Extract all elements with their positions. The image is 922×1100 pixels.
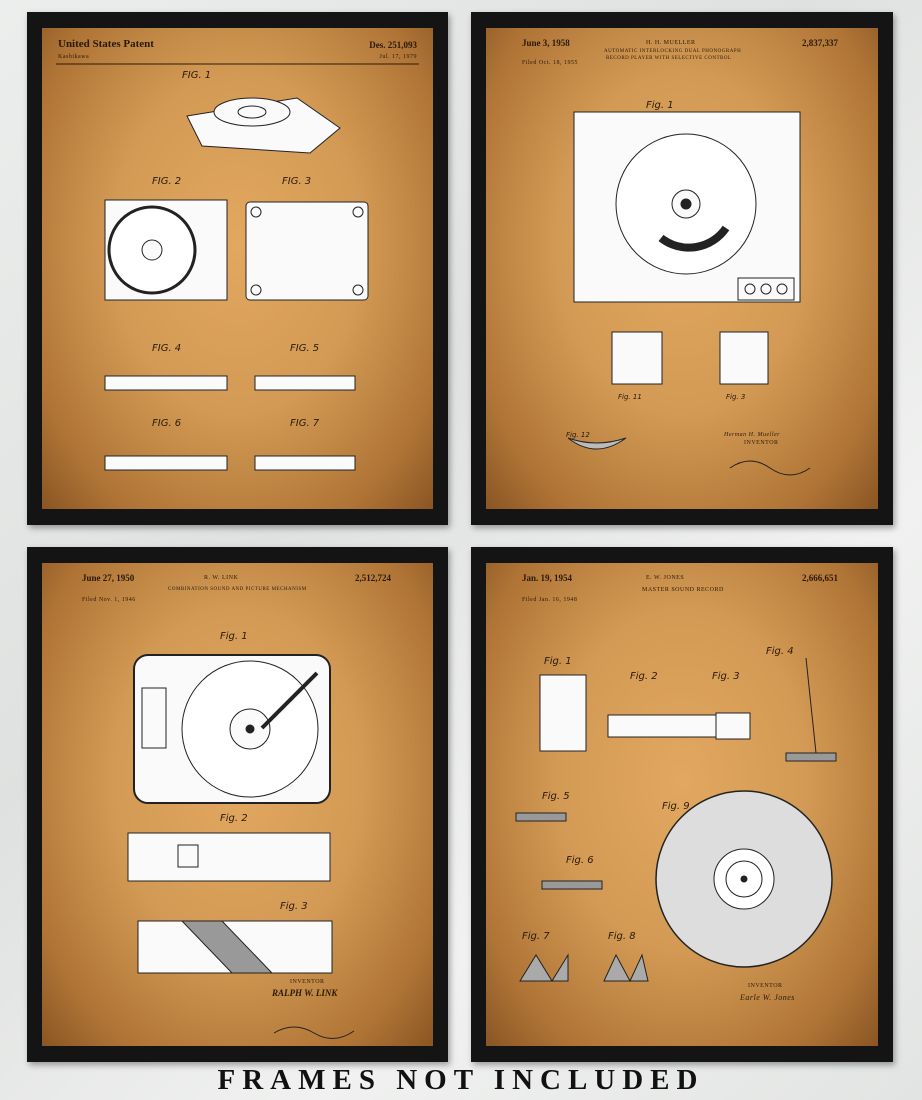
patent-number: 2,512,724 bbox=[355, 573, 391, 583]
fig-label: Fig. 3 bbox=[726, 393, 746, 401]
frame-turntable-design-patent: United States Patent Kashikawa Des. 251,… bbox=[27, 12, 448, 525]
fig-label: Fig. 3 bbox=[280, 901, 308, 912]
fig-label: Fig. 1 bbox=[646, 100, 674, 111]
signature-label: INVENTOR bbox=[744, 440, 779, 446]
fig-label: FIG. 7 bbox=[290, 418, 320, 429]
fig-label: Fig. 1 bbox=[220, 631, 248, 642]
fig-label: Fig. 8 bbox=[608, 931, 636, 942]
fig-label: Fig. 9 bbox=[662, 801, 690, 812]
patent-header: United States Patent bbox=[58, 38, 154, 50]
patent-date: Jan. 19, 1954 bbox=[522, 573, 573, 583]
patent-date: Jul. 17, 1979 bbox=[379, 54, 417, 60]
fig-label: Fig. 4 bbox=[766, 646, 794, 657]
fig-label: Fig. 3 bbox=[712, 671, 740, 682]
frame-link-patent: June 27, 1950 R. W. LINK 2,512,724 COMBI… bbox=[27, 547, 448, 1062]
inventor: Kashikawa bbox=[58, 54, 90, 60]
signature-name: Herman H. Mueller bbox=[724, 432, 780, 438]
frame-jones-patent: Jan. 19, 1954 E. W. JONES 2,666,651 MAST… bbox=[471, 547, 893, 1062]
signature-label: INVENTOR bbox=[748, 983, 783, 989]
inventor: R. W. LINK bbox=[204, 575, 239, 581]
fig-label: Fig. 6 bbox=[566, 855, 594, 866]
turntable-drawings bbox=[56, 63, 419, 471]
poster-3: June 27, 1950 R. W. LINK 2,512,724 COMBI… bbox=[42, 563, 433, 1046]
fig-label: FIG. 5 bbox=[290, 343, 320, 354]
signature-name: RALPH W. LINK bbox=[272, 988, 338, 998]
inventor: H. H. MUELLER bbox=[646, 40, 696, 46]
patent-number: Des. 251,093 bbox=[369, 40, 417, 50]
sound-record-drawings bbox=[515, 657, 837, 983]
fig-label: Fig. 1 bbox=[544, 656, 572, 667]
fig-label: Fig. 5 bbox=[542, 791, 570, 802]
poster-2: June 3, 1958 H. H. MUELLER 2,837,337 AUT… bbox=[486, 28, 878, 509]
fig-label: FIG. 2 bbox=[152, 176, 182, 187]
fig-label: Fig. 11 bbox=[618, 393, 642, 401]
inventor: E. W. JONES bbox=[646, 575, 685, 581]
fig-label: FIG. 6 bbox=[152, 418, 182, 429]
patent-number: 2,837,337 bbox=[802, 38, 838, 48]
filed-date: Filed Jan. 16, 1948 bbox=[522, 597, 578, 603]
patent-title: MASTER SOUND RECORD bbox=[642, 587, 724, 593]
patent-date: June 27, 1950 bbox=[82, 573, 135, 583]
frames-not-included-caption: FRAMES NOT INCLUDED bbox=[217, 1064, 705, 1096]
filed-date: Filed Oct. 18, 1955 bbox=[522, 60, 578, 66]
patent-date: June 3, 1958 bbox=[522, 38, 570, 48]
poster-1: United States Patent Kashikawa Des. 251,… bbox=[42, 28, 433, 509]
fig-label: FIG. 3 bbox=[282, 176, 312, 187]
fig-label: Fig. 2 bbox=[630, 671, 658, 682]
fig-label: FIG. 4 bbox=[152, 343, 182, 354]
patent-number: 2,666,651 bbox=[802, 573, 838, 583]
frame-mueller-patent: June 3, 1958 H. H. MUELLER 2,837,337 AUT… bbox=[471, 12, 893, 525]
patent-title: RECORD PLAYER WITH SELECTIVE CONTROL bbox=[606, 56, 732, 61]
fig-label: Fig. 2 bbox=[220, 813, 248, 824]
record-player-drawings bbox=[127, 654, 355, 1039]
patent-title: COMBINATION SOUND AND PICTURE MECHANISM bbox=[168, 587, 307, 592]
filed-date: Filed Nov. 1, 1946 bbox=[82, 597, 136, 603]
fig-label: Fig. 12 bbox=[566, 431, 590, 439]
signature-label: INVENTOR bbox=[290, 979, 325, 985]
fig-label: FIG. 1 bbox=[182, 70, 212, 81]
signature-name: Earle W. Jones bbox=[740, 993, 795, 1002]
poster-4: Jan. 19, 1954 E. W. JONES 2,666,651 MAST… bbox=[486, 563, 878, 1046]
fig-label: Fig. 7 bbox=[522, 931, 550, 942]
patent-title: AUTOMATIC INTERLOCKING DUAL PHONOGRAPH bbox=[604, 49, 742, 54]
phonograph-drawings bbox=[567, 111, 811, 476]
